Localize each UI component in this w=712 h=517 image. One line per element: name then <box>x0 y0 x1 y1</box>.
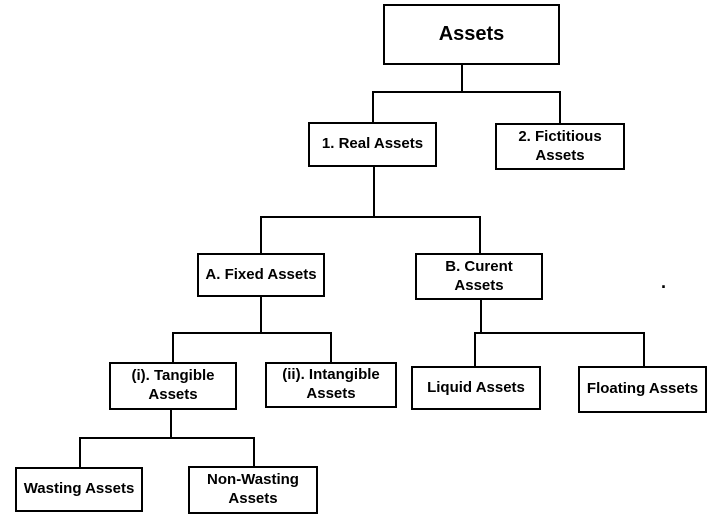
connector-drop-liquid <box>474 332 476 366</box>
connector-drop-non-wasting <box>253 437 255 466</box>
node-intangible-assets-label: (ii). Intangible <box>282 366 380 384</box>
node-intangible-assets: (ii). Intangible Assets <box>265 362 397 408</box>
node-tangible-assets-label: (i). Tangible <box>131 367 215 385</box>
node-fictitious-assets-label: 2. Fictitious <box>518 127 602 145</box>
connector-drop-real <box>372 91 374 122</box>
node-non-wasting-assets: Non-Wasting Assets <box>188 466 318 514</box>
connector-assets-stub <box>461 65 463 93</box>
stray-period-mark: . <box>661 272 667 292</box>
connector-fixed-stub <box>260 297 262 334</box>
connector-drop-fictitious <box>559 91 561 123</box>
node-tangible-assets: (i). Tangible Assets <box>109 362 237 410</box>
connector-real-stub <box>373 167 375 218</box>
node-floating-assets-label: Floating Assets <box>586 380 699 398</box>
node-fictitious-assets: 2. Fictitious Assets <box>495 123 625 170</box>
node-liquid-assets-label: Liquid Assets <box>427 378 525 396</box>
connector-current-stub <box>480 300 482 334</box>
node-fixed-assets: A. Fixed Assets <box>197 253 325 297</box>
node-non-wasting-assets-label: Non-Wasting <box>207 471 299 489</box>
connector-drop-current <box>479 216 481 253</box>
connector-drop-floating <box>643 332 645 366</box>
connector-drop-tangible <box>172 332 174 362</box>
node-assets: Assets <box>383 4 560 65</box>
connector-level4-bus <box>79 437 255 439</box>
connector-level2-bus <box>260 216 481 218</box>
connector-tangible-stub <box>170 410 172 439</box>
node-real-assets-label: 1. Real Assets <box>321 135 424 153</box>
connector-level1-bus <box>372 91 561 93</box>
connector-drop-wasting <box>79 437 81 467</box>
node-wasting-assets: Wasting Assets <box>15 467 143 512</box>
connector-level3a-bus <box>172 332 332 334</box>
node-current-assets: B. Curent Assets <box>415 253 543 300</box>
node-floating-assets: Floating Assets <box>578 366 707 413</box>
connector-drop-fixed <box>260 216 262 253</box>
connector-drop-intangible <box>330 332 332 362</box>
node-fixed-assets-label: A. Fixed Assets <box>205 265 317 283</box>
node-real-assets: 1. Real Assets <box>308 122 437 167</box>
node-liquid-assets: Liquid Assets <box>411 366 541 410</box>
node-current-assets-label: B. Curent <box>445 257 513 275</box>
node-wasting-assets-label: Wasting Assets <box>23 480 135 498</box>
connector-level3b-bus <box>474 332 645 334</box>
node-assets-label: Assets <box>438 23 505 45</box>
